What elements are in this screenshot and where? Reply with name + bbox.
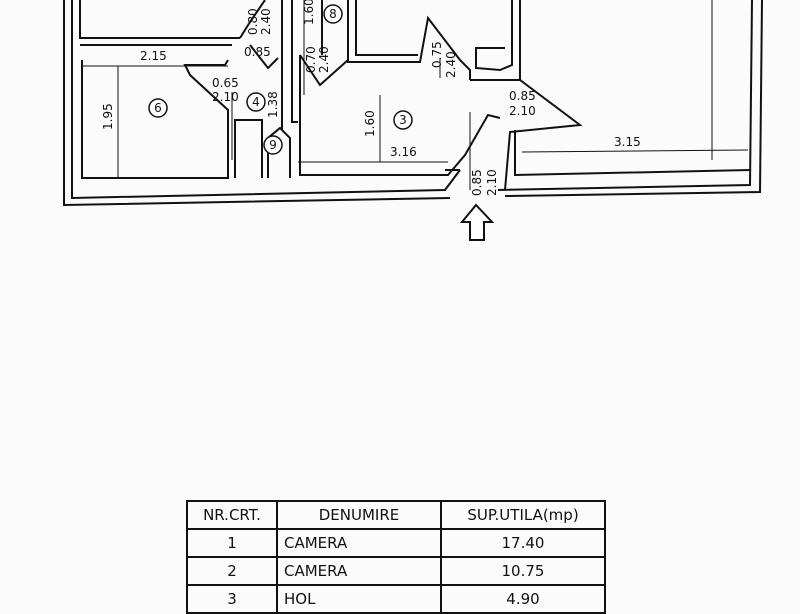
interior-walls [79, 0, 751, 191]
table-cell-area: 10.75 [440, 556, 606, 586]
floor-plan: 6 4 9 8 3 2.15 1.95 0.65 2.10 1.38 0.80 … [63, 0, 763, 241]
dimension-label: 0.80 [246, 8, 260, 35]
dimension-label: 2.10 [509, 104, 536, 118]
dimension-label: 1.95 [101, 103, 115, 130]
table-cell-name: CAMERA [276, 528, 442, 558]
dimension-label: 1.60 [302, 0, 316, 25]
table-row: 2 CAMERA 10.75 [186, 556, 606, 586]
dimension-label: 2.40 [317, 46, 331, 73]
dimension-label: 0.85 [244, 45, 271, 59]
table-header-row: NR.CRT. DENUMIRE SUP.UTILA(mp) [186, 500, 606, 530]
dimension-label: 1.38 [266, 91, 280, 118]
table-row: 3 HOL 4.90 [186, 584, 606, 614]
table-cell-area: 17.40 [440, 528, 606, 558]
column-header-nr: NR.CRT. [186, 500, 278, 530]
column-header-denumire: DENUMIRE [276, 500, 442, 530]
dimension-label: 3.16 [390, 145, 417, 159]
table-cell-name: HOL [276, 584, 442, 614]
entrance-arrow-icon [459, 203, 495, 241]
table-cell-name: CAMERA [276, 556, 442, 586]
room-number-9: 9 [269, 138, 277, 152]
room-number-6: 6 [154, 101, 162, 115]
table-cell-nr: 2 [186, 556, 278, 586]
table-row: 1 CAMERA 17.40 [186, 528, 606, 558]
table-cell-nr: 3 [186, 584, 278, 614]
column-header-suprafata: SUP.UTILA(mp) [440, 500, 606, 530]
dimension-label: 2.10 [485, 169, 499, 196]
table-cell-nr: 1 [186, 528, 278, 558]
dimension-label: 2.40 [444, 51, 458, 78]
dimension-label: 0.65 [212, 76, 239, 90]
dimension-label: 3.15 [614, 135, 641, 149]
room-area-table: NR.CRT. DENUMIRE SUP.UTILA(mp) 1 CAMERA … [186, 500, 606, 614]
dimension-label: 1.60 [363, 110, 377, 137]
dimension-lines [82, 0, 749, 190]
exterior-walls [63, 0, 763, 207]
room-markers [148, 4, 413, 155]
dimension-label: 2.10 [212, 90, 239, 104]
dimension-label: 0.85 [509, 89, 536, 103]
dimension-label: 0.85 [470, 169, 484, 196]
dimension-label: 2.40 [259, 8, 273, 35]
dimension-label: 0.70 [304, 46, 318, 73]
table-cell-area: 4.90 [440, 584, 606, 614]
room-number-8: 8 [329, 7, 337, 21]
dimension-label: 0.75 [430, 41, 444, 68]
room-number-3: 3 [399, 113, 407, 127]
room-number-4: 4 [252, 95, 260, 109]
dimension-label: 2.15 [140, 49, 167, 63]
